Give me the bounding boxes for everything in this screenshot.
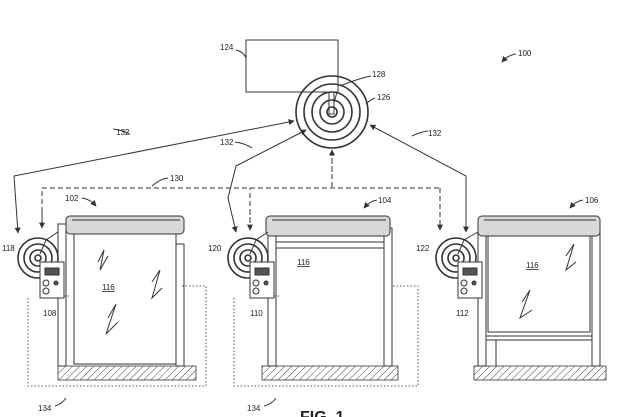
node-right-signal-icon: [435, 231, 479, 279]
node-mid-signal-icon: [227, 231, 269, 279]
label-node-right: 122: [416, 244, 430, 253]
link-mid: [227, 129, 307, 233]
label-hub-signal: 126: [377, 93, 391, 102]
link-right: [369, 124, 469, 233]
label-link-right: 132: [428, 129, 442, 138]
label-figure-ref: 100: [518, 49, 532, 58]
label-hub-antenna: 128: [372, 70, 386, 79]
label-node-mid: 120: [208, 244, 222, 253]
label-curtain-mid: 116: [297, 258, 310, 267]
label-link-left: 132: [116, 128, 130, 137]
label-door-left: 102: [65, 194, 79, 203]
label-node-left: 118: [2, 244, 15, 253]
wiring-left: [27, 285, 207, 387]
label-curtain-left: 116: [102, 283, 115, 292]
door-assembly-left: [57, 215, 197, 381]
label-link-mid: 132: [220, 138, 234, 147]
label-controller-right: 112: [456, 309, 469, 318]
label-controller-mid: 110: [250, 309, 263, 318]
label-wiring-left: 134: [38, 404, 52, 413]
label-door-mid: 104: [378, 196, 392, 205]
label-wiring-mid: 134: [247, 404, 261, 413]
label-door-right: 106: [585, 196, 599, 205]
door-assembly-right: [473, 215, 607, 381]
hub-signal-icon: [295, 75, 369, 149]
label-computing-device: 124: [220, 43, 234, 52]
node-left-signal-icon: [17, 231, 59, 279]
label-curtain-right: 116: [526, 261, 539, 270]
hub-antenna: [328, 91, 335, 115]
door-assembly-mid: [261, 215, 399, 381]
label-controller-left: 108: [43, 309, 57, 318]
label-broadcast: 130: [170, 174, 184, 183]
computing-device: [245, 39, 339, 93]
figure-caption: FIG. 1: [300, 409, 345, 417]
link-left: [13, 119, 295, 234]
